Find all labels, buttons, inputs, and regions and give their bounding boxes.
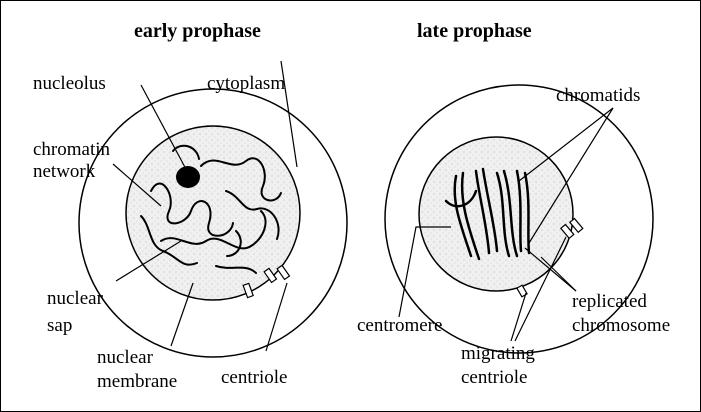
label-centriole: centriole <box>221 367 287 389</box>
label-replicated: replicated <box>572 291 647 313</box>
label-chromosome: chromosome <box>572 315 670 337</box>
label-nuclear-sap-1: nuclear <box>47 288 103 310</box>
nucleolus-shape <box>176 166 200 188</box>
label-migrating-centriole: centriole <box>461 367 527 389</box>
label-nuclear-sap-2: sap <box>47 315 72 337</box>
label-centromere: centromere <box>357 315 442 337</box>
label-nucleolus: nucleolus <box>33 73 106 95</box>
label-migrating: migrating <box>461 343 535 365</box>
label-chromatin: chromatin <box>33 139 110 161</box>
label-chromatids: chromatids <box>556 85 640 107</box>
left-nuclear-membrane <box>126 126 300 300</box>
right-nuclear-membrane <box>419 137 573 291</box>
label-cytoplasm: cytoplasm <box>207 73 285 95</box>
early-prophase-cell <box>79 89 347 357</box>
title-late-prophase: late prophase <box>417 20 532 42</box>
label-nuclear-membrane-1: nuclear <box>97 347 153 369</box>
label-network: network <box>33 161 95 183</box>
label-nuclear-membrane-2: membrane <box>97 371 177 393</box>
title-early-prophase: early prophase <box>134 20 261 42</box>
